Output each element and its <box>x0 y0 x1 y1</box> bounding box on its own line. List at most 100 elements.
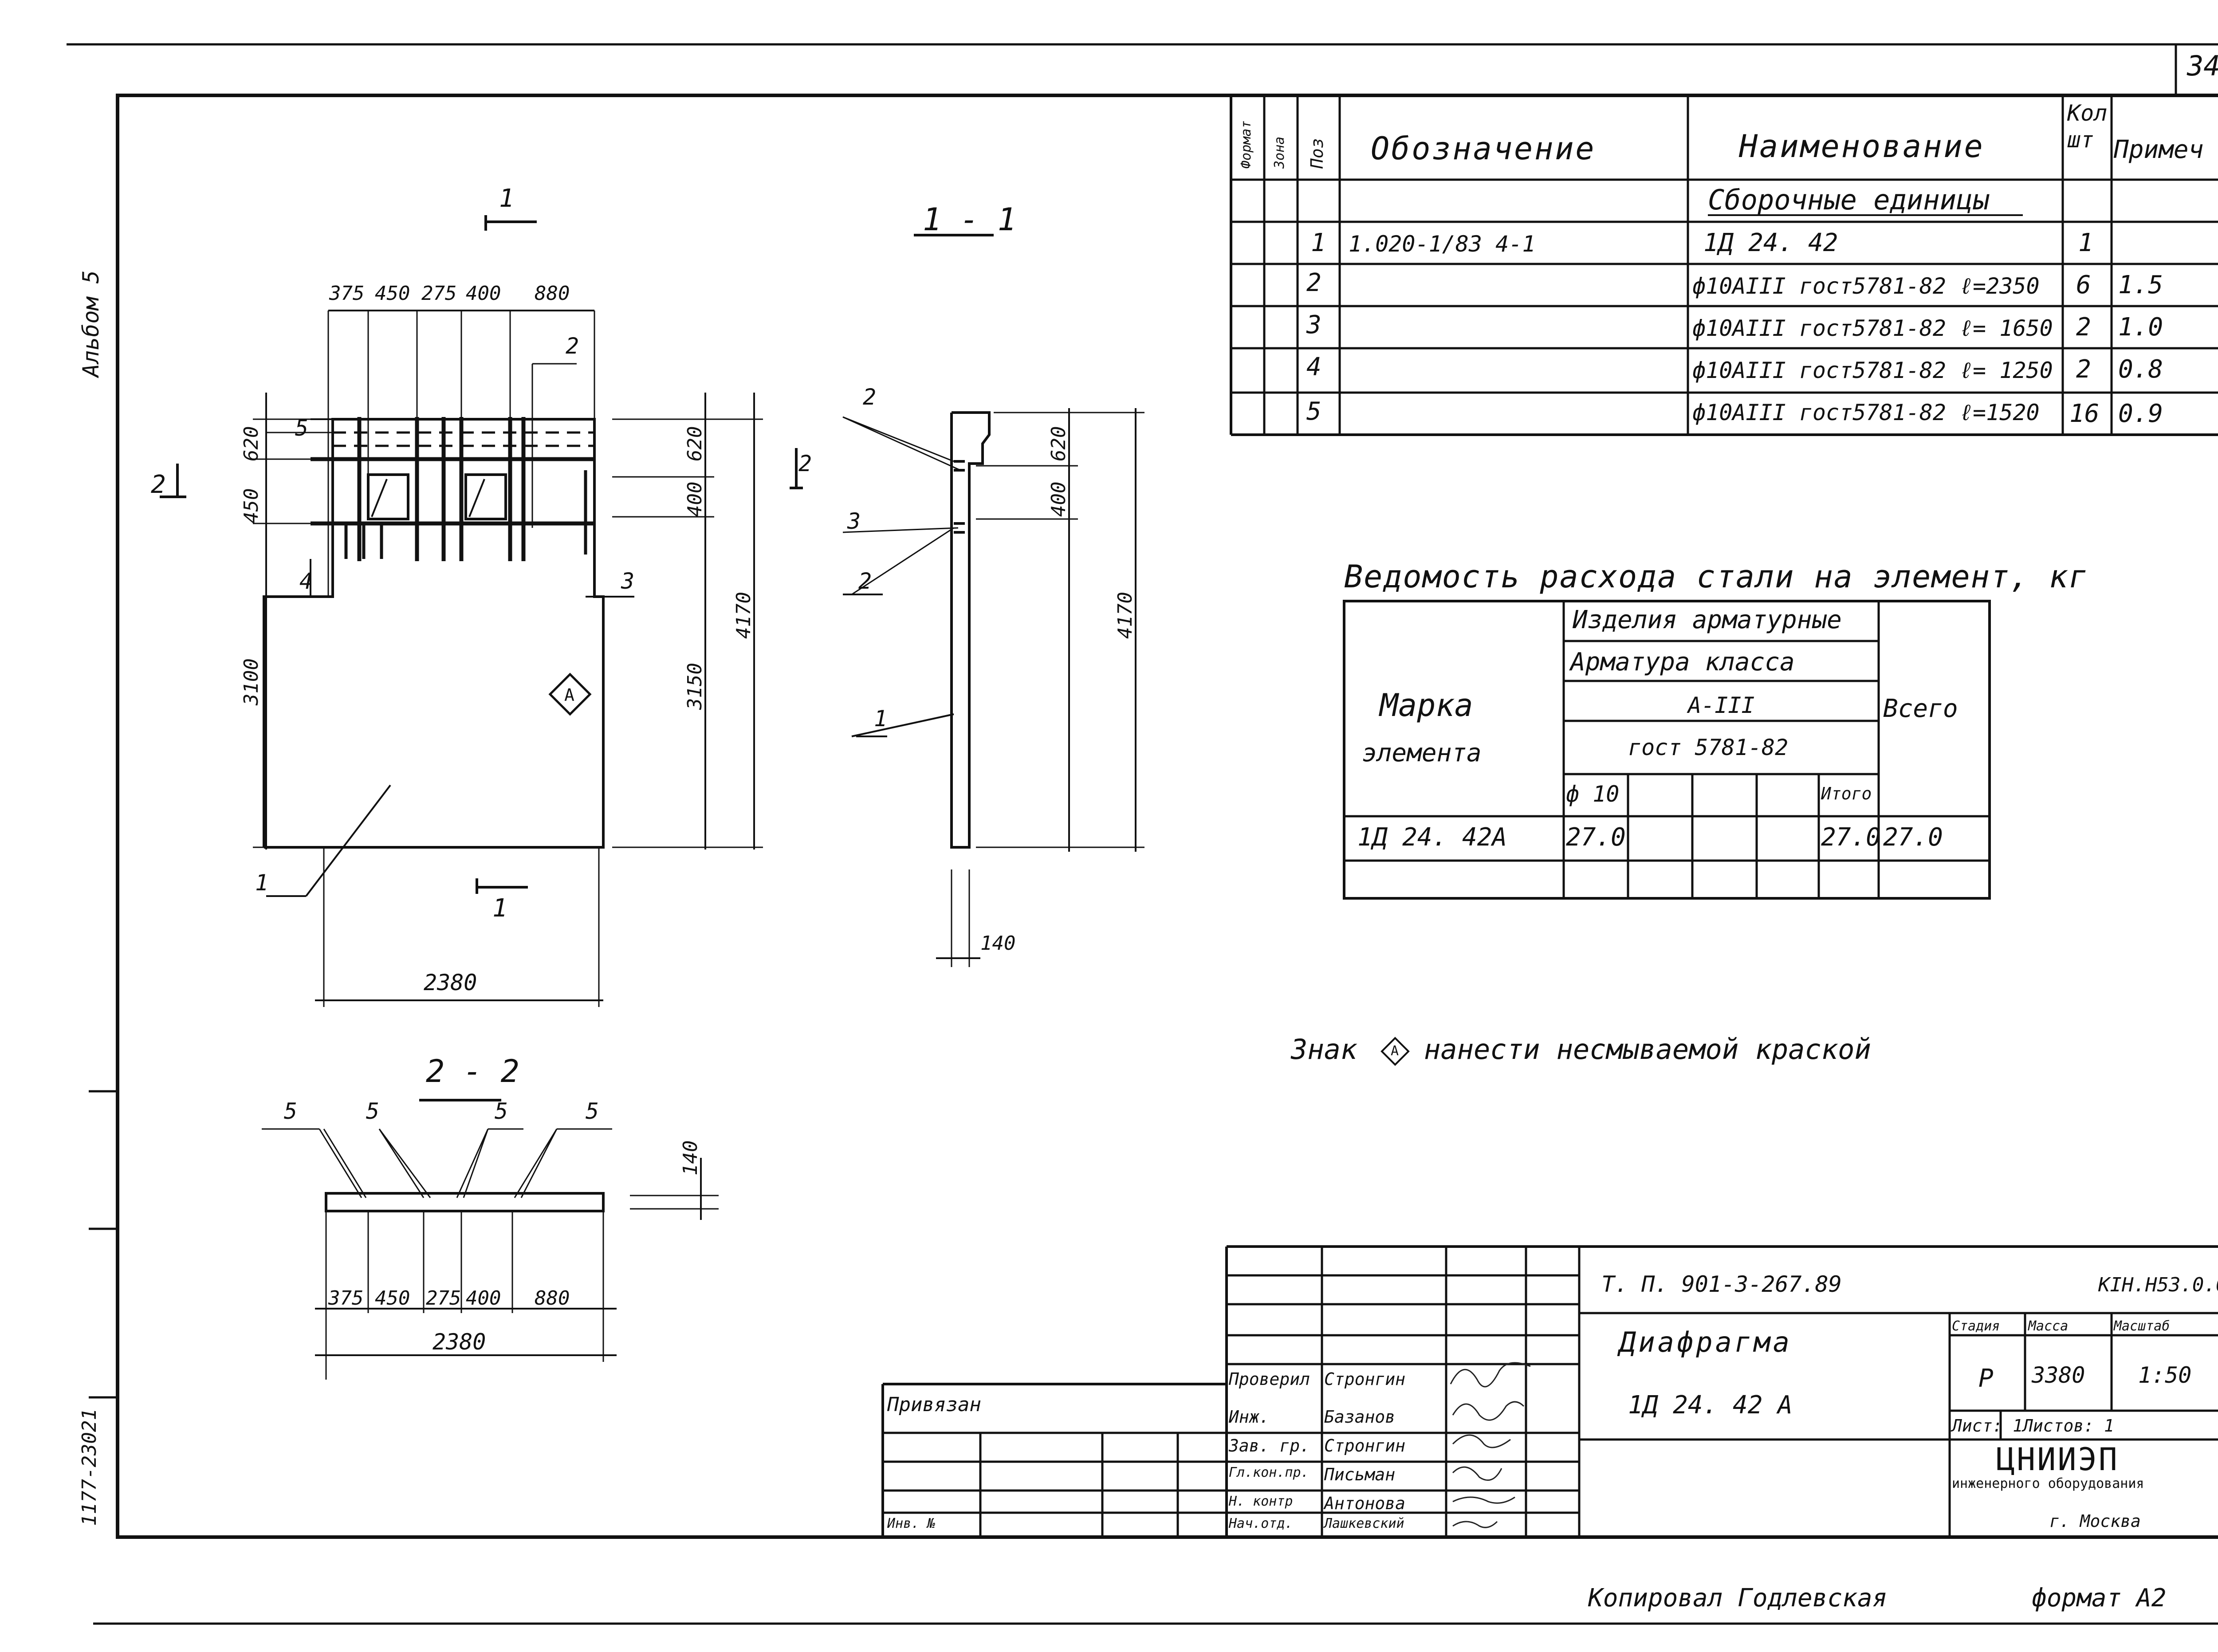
spec-row-3-name: ф10АIII гост5781-82 ℓ= 1650 <box>1692 315 2053 341</box>
title-role-1: Проверил <box>1229 1369 1310 1389</box>
section-2-2-overall: 2380 <box>433 1329 486 1355</box>
front-section-mark-top: 1 <box>499 184 514 213</box>
drawing-frame <box>116 94 2218 1539</box>
section-2-2-callout-2: 5 <box>366 1098 380 1124</box>
steel-total-header: Всего <box>1883 694 1958 723</box>
copied-by: Копировал Годлевская <box>1588 1584 1888 1613</box>
title-stage: Р <box>1978 1364 1994 1393</box>
title-scale: 1:50 <box>2138 1362 2192 1388</box>
steel-mark-label-1: Марка <box>1380 687 1473 724</box>
note-marker-diamond <box>1380 1037 1410 1066</box>
front-callout-3: 3 <box>621 568 635 594</box>
spec-section-title: Сборочные единицы <box>1708 184 1990 216</box>
steel-class: А-III <box>1688 692 1755 718</box>
spec-row-4-note: 0.8 <box>2118 355 2163 384</box>
spec-header-name: Наименование <box>1739 128 1985 165</box>
spec-row-1-qty: 1 <box>2078 228 2093 257</box>
section-2-2-callout-3: 5 <box>495 1098 508 1124</box>
steel-row-total: 27.0 <box>1883 823 1943 852</box>
title-privyazan: Привязан <box>887 1393 981 1416</box>
title-inv: Инв. № <box>887 1516 936 1531</box>
section-2-2-drawing <box>262 1099 719 1380</box>
title-stage-label: Стадия <box>1952 1318 2000 1334</box>
title-name-5: Антонова <box>1324 1494 1406 1513</box>
section-2-2-dim-2: 450 <box>375 1287 410 1310</box>
title-name-3: Стронгин <box>1324 1436 1406 1455</box>
front-callout-1: 1 <box>255 870 269 896</box>
section-1-1-callout-2a: 2 <box>863 384 877 410</box>
steel-mark-label-2: элемента <box>1362 739 1482 767</box>
steel-table-lines <box>1343 600 1991 900</box>
steel-gost: гост 5781-82 <box>1628 735 1789 760</box>
title-mass: 3380 <box>2032 1362 2085 1388</box>
spec-row-2-pos: 2 <box>1306 268 1321 297</box>
spec-row-3-note: 1.0 <box>2118 313 2163 342</box>
title-role-2: Инж. <box>1229 1407 1270 1427</box>
title-name-2: Базанов <box>1324 1407 1396 1427</box>
front-top-dim-3: 275 <box>421 282 457 305</box>
title-code: Т. П. 901-3-267.89 <box>1601 1271 1842 1297</box>
spec-row-5-qty: 16 <box>2069 399 2100 428</box>
signature-6 <box>1452 1521 1498 1528</box>
title-mass-label: Масса <box>2028 1318 2069 1334</box>
spec-row-4-pos: 4 <box>1306 353 1321 382</box>
title-name-4: Письман <box>1324 1465 1396 1484</box>
spec-row-1-name: 1Д 24. 42 <box>1703 228 1838 257</box>
section-1-1-thickness: 140 <box>980 932 1016 955</box>
title-org: ЦНИИЭП <box>1996 1441 2119 1478</box>
section-1-1-drawing <box>790 234 1144 967</box>
spec-row-4-name: ф10АIII гост5781-82 ℓ= 1250 <box>1692 358 2053 383</box>
steel-itogo-header: Итого <box>1821 784 1872 803</box>
title-sheet-code: КIН.Н53.0.0 <box>2098 1274 2218 1296</box>
steel-row-itogo: 27.0 <box>1821 823 1881 852</box>
steel-products: Изделия арматурные <box>1573 606 1842 634</box>
note-marker-letter: А <box>1391 1043 1399 1059</box>
steel-armatura: Арматура класса <box>1570 648 1795 677</box>
front-top-dim-1: 375 <box>329 282 365 305</box>
signature-1 <box>1450 1362 1531 1388</box>
spec-header-qty: Кол шт <box>2067 100 2108 153</box>
front-section-mark-side: 2 <box>151 470 166 499</box>
steel-table-title: Ведомость расхода стали на элемент, кг <box>1344 559 2088 595</box>
steel-phi-header: ф 10 <box>1566 781 1620 807</box>
front-callout-2: 2 <box>566 333 579 359</box>
title-sheets: Листов: 1 <box>2023 1416 2114 1436</box>
front-callout-4: 4 <box>299 568 313 594</box>
note-suffix: нанести несмываемой краской <box>1424 1033 1871 1066</box>
signature-2 <box>1452 1401 1525 1421</box>
front-section-mark-bottom: 1 <box>492 894 507 923</box>
front-callout-5: 5 <box>295 415 309 441</box>
spec-row-2-name: ф10АIII гост5781-82 ℓ=2350 <box>1692 273 2040 299</box>
title-role-5: Н. контр <box>1229 1494 1293 1509</box>
title-role-6: Нач.отд. <box>1229 1516 1293 1531</box>
title-object-name: Диафрагма <box>1619 1326 1792 1358</box>
steel-row-mark: 1Д 24. 42А <box>1357 823 1507 852</box>
spec-row-1-pos: 1 <box>1311 228 1326 257</box>
section-1-1-callout-2b: 2 <box>858 568 872 594</box>
title-org-sub: инженерного оборудования <box>1952 1476 2144 1491</box>
section-2-2-callout-4: 5 <box>586 1098 599 1124</box>
signature-4 <box>1452 1466 1502 1481</box>
title-name-1: Стронгин <box>1324 1369 1406 1389</box>
signature-3 <box>1452 1434 1511 1448</box>
section-2-2-dim-3: 275 <box>426 1287 461 1310</box>
page-number: 34 <box>2187 50 2218 82</box>
spec-row-2-qty: 6 <box>2076 271 2091 299</box>
sheet-format: формат А2 <box>2032 1584 2167 1613</box>
spec-row-3-qty: 2 <box>2076 313 2091 342</box>
front-overall-width: 2380 <box>424 970 477 995</box>
front-top-dim-5: 880 <box>535 282 570 305</box>
section-1-1-callout-1: 1 <box>874 706 888 732</box>
section-2-2-callout-1: 5 <box>284 1098 298 1124</box>
front-view-drawing <box>160 215 763 1007</box>
section-2-2-dim-1: 375 <box>328 1287 364 1310</box>
title-block-lines <box>881 1245 2218 1537</box>
spec-row-3-pos: 3 <box>1306 311 1321 339</box>
section-1-1-side-mark: 2 <box>798 451 812 476</box>
front-top-dim-4: 400 <box>466 282 501 305</box>
steel-row-phi10: 27.0 <box>1566 823 1626 852</box>
spec-table-lines <box>1230 95 2218 436</box>
